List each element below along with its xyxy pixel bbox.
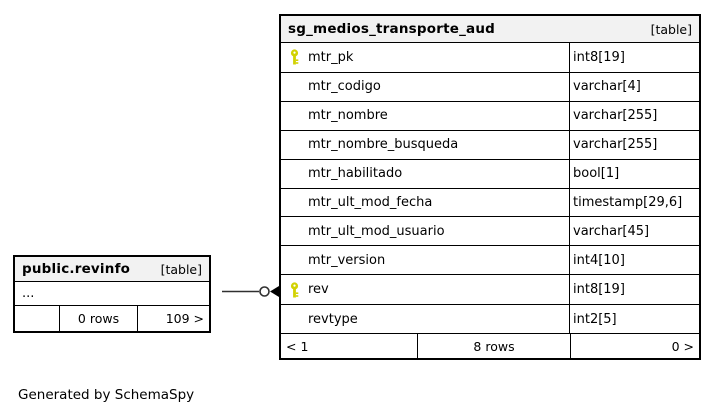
column-name: mtr_ult_mod_fecha [308,194,433,210]
column-row-mtr_version: mtr_version int4[10] [281,246,699,276]
column-name: mtr_version [308,252,386,268]
column-type: int2[5] [569,305,699,334]
column-type: int8[19] [569,43,699,72]
table-type-badge: [table] [160,261,202,277]
column-name: mtr_nombre_busqueda [308,137,459,153]
column-row-mtr_pk: mtr_pk int8[19] [281,43,699,73]
column-row-mtr_ult_mod_usuario: mtr_ult_mod_usuario varchar[45] [281,217,699,247]
column-type: varchar[255] [569,101,699,130]
column-row-revtype: revtype int2[5] [281,305,699,335]
primary-key-icon [289,49,300,65]
column-row-mtr_nombre: mtr_nombre varchar[255] [281,101,699,131]
column-name: rev [308,282,329,298]
column-name-cell: mtr_habilitado [281,160,569,188]
column-name-cell: mtr_version [281,246,569,274]
table-header[interactable]: sg_medios_transporte_aud [table] [281,16,699,43]
column-name-cell: mtr_pk [281,43,569,72]
column-type: varchar[4] [569,72,699,101]
footer-children-count: < 1 [286,338,309,354]
table-node-public-revinfo: public.revinfo [table] ... 0 rows 109 > [13,255,211,333]
column-name-cell: mtr_ult_mod_fecha [281,189,569,217]
table-header[interactable]: public.revinfo [table] [15,257,209,282]
column-type: bool[1] [569,159,699,188]
column-name: mtr_nombre [308,108,388,124]
column-name: mtr_habilitado [308,166,403,182]
column-row-mtr_nombre_busqueda: mtr_nombre_busqueda varchar[255] [281,130,699,160]
arrowhead-icon [270,286,279,297]
column-name: revtype [308,311,358,327]
primary-key-icon [289,282,300,298]
column-row-mtr_codigo: mtr_codigo varchar[4] [281,72,699,102]
column-type: varchar[45] [569,217,699,246]
foreign-key-edge [222,286,279,297]
column-row-mtr_ult_mod_fecha: mtr_ult_mod_fecha timestamp[29,6] [281,188,699,218]
footer-parents-count: 0 > [570,334,699,358]
footer-children-count [15,306,59,331]
footer-row-count: 8 rows [417,334,570,358]
column-name: mtr_ult_mod_usuario [308,223,445,239]
column-type: timestamp[29,6] [569,188,699,217]
column-type: int4[10] [569,246,699,275]
column-type: varchar[255] [569,130,699,159]
column-name-cell: rev [281,275,569,304]
column-row-mtr_habilitado: mtr_habilitado bool[1] [281,159,699,189]
footer-row-count: 0 rows [59,306,137,331]
column-name: mtr_codigo [308,79,381,95]
column-name-cell: mtr_ult_mod_usuario [281,217,569,245]
zero-or-one-circle-icon [259,286,270,297]
column-name-cell: mtr_nombre [281,102,569,130]
table-type-badge: [table] [650,21,692,37]
collapsed-columns-row: ... [15,282,209,306]
column-name: mtr_pk [308,49,354,65]
column-name-cell: mtr_codigo [281,73,569,101]
table-footer: 0 rows 109 > [15,306,209,331]
column-name-cell: mtr_nombre_busqueda [281,131,569,159]
table-title[interactable]: sg_medios_transporte_aud [288,21,496,37]
table-title[interactable]: public.revinfo [22,261,131,277]
column-row-rev: rev int8[19] [281,275,699,306]
table-footer: < 1 8 rows 0 > [281,334,699,358]
schemaspy-credit: Generated by SchemaSpy [18,387,195,403]
footer-parents-count: 109 > [137,306,209,331]
column-name-cell: revtype [281,305,569,333]
column-type: int8[19] [569,275,699,305]
